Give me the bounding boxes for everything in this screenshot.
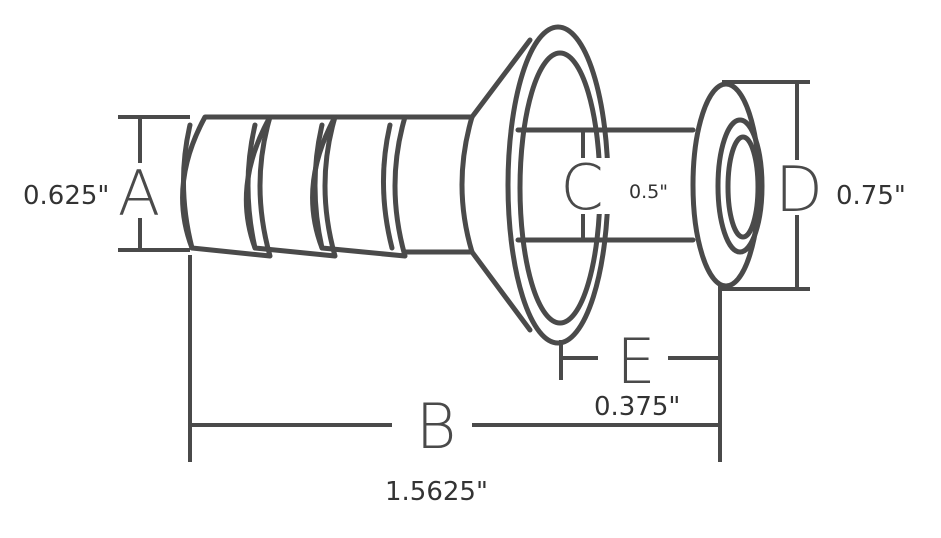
tube-c <box>515 127 696 243</box>
dim-b-letter: B <box>416 390 457 463</box>
dimension-b: B 1.5625" <box>188 255 722 507</box>
dim-b-value: 1.5625" <box>385 477 488 507</box>
dim-a-value: 0.625" <box>23 181 109 211</box>
end-ring <box>690 81 765 289</box>
dim-e-letter: E <box>616 325 655 398</box>
dim-d-value: 0.75" <box>836 181 906 211</box>
dim-c-letter: C <box>560 151 603 224</box>
dimension-e: E 0.375" <box>559 325 720 422</box>
dimension-c: C 0.5" <box>558 130 668 240</box>
dim-d-letter: D <box>775 153 823 226</box>
dimension-a: A 0.625" <box>23 115 190 252</box>
cone-flange <box>459 24 611 346</box>
barbed-shank <box>180 114 475 259</box>
dimension-d: D 0.75" <box>722 80 906 291</box>
dim-a-letter: A <box>118 157 160 230</box>
dim-e-value: 0.375" <box>594 392 680 422</box>
dim-c-value: 0.5" <box>629 181 668 203</box>
